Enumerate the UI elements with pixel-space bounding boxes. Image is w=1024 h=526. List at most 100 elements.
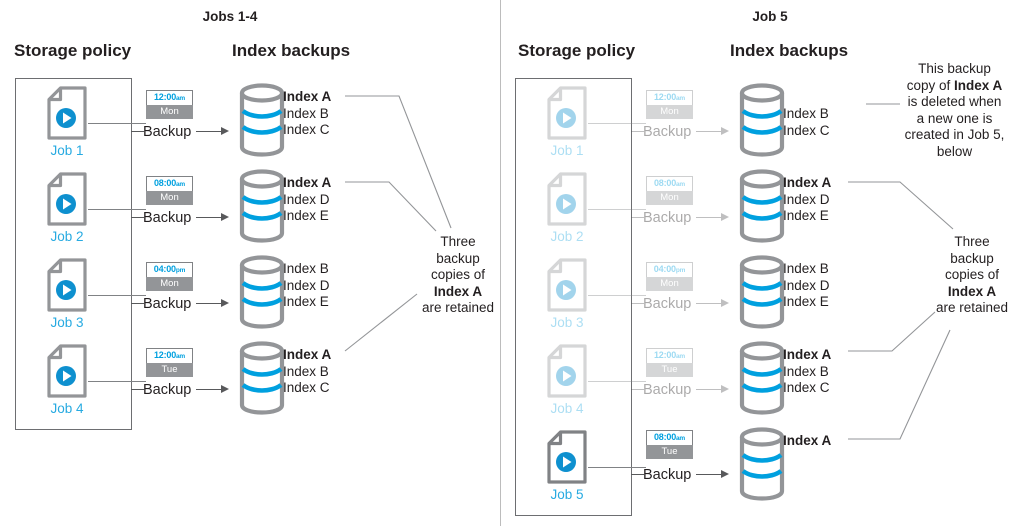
backup-arrow-head [721, 385, 729, 393]
index-entry: Index A [783, 433, 832, 448]
job-connector-line [588, 467, 646, 468]
backup-arrow-line-right [696, 131, 722, 132]
index-entry: Index A [783, 175, 832, 190]
index-entry: Index E [783, 208, 829, 223]
badge-time: 12:00 [153, 350, 177, 361]
job-connector-line [88, 381, 146, 382]
backup-arrow-head [221, 127, 229, 135]
panel-jobs-1-4: Jobs 1-4 Storage policy Index backups Jo… [0, 0, 500, 526]
index-backup-cylinder [238, 83, 286, 157]
backup-label: Backup [643, 296, 692, 312]
backup-arrow-line-left [631, 131, 644, 132]
job-label: Job 2 [550, 229, 584, 244]
job-file-icon [545, 343, 589, 399]
index-entry: Index E [283, 208, 329, 223]
backup-arrow-head [721, 127, 729, 135]
index-list: Index B Index D Index E [783, 261, 830, 311]
callout-line: copies of [944, 267, 1000, 282]
backup-arrow-head [221, 213, 229, 221]
index-list: Index A Index B Index C [283, 347, 331, 397]
column-header-index-backups: Index backups [232, 41, 351, 60]
index-entry: Index C [283, 122, 330, 137]
badge-day: Tue [661, 446, 678, 458]
callout-line: created in Job 5, [904, 127, 1005, 142]
index-list: Index B Index C [783, 106, 830, 139]
backup-label: Backup [143, 210, 192, 226]
badge-time: 08:00 [653, 432, 677, 443]
index-entry: Index A [783, 347, 832, 362]
badge-time: 12:00 [653, 92, 677, 103]
index-backup-cylinder [738, 341, 786, 415]
callout-line-with-bold: copy of Index A [906, 77, 1003, 93]
index-backup-cylinder [738, 169, 786, 243]
badge-meridiem: pm [675, 267, 686, 275]
backup-arrow-line-left [631, 474, 644, 475]
backup-label: Backup [143, 382, 192, 398]
index-backup-cylinder [238, 341, 286, 415]
job-file-icon [45, 171, 89, 227]
callout-line-bold: Index A [947, 283, 997, 299]
index-entry: Index B [283, 261, 329, 276]
panel-title: Jobs 1-4 [202, 9, 258, 24]
backup-arrow-head [721, 470, 729, 478]
backup-label: Backup [643, 467, 692, 483]
panel-title: Job 5 [752, 9, 788, 24]
schedule-badge: 12:00am Tue [646, 348, 693, 377]
index-backup-cylinder [738, 427, 786, 501]
index-entry: Index B [283, 105, 329, 121]
column-header-storage-policy: Storage policy [518, 41, 636, 60]
index-entry: Index B [283, 363, 329, 379]
index-entry: Index C [783, 380, 830, 395]
job-connector-line [88, 295, 146, 296]
job-label: Job 4 [50, 401, 84, 416]
backup-arrow-line-left [131, 131, 144, 132]
backup-arrow-line-right [196, 131, 222, 132]
index-entry: Index C [783, 122, 830, 138]
job-label: Job 5 [550, 487, 584, 502]
backup-label: Backup [143, 296, 192, 312]
backup-arrow-line-left [131, 217, 144, 218]
badge-day: Tue [661, 364, 678, 376]
callout-three-copies: Three backup copies of Index A are retai… [924, 234, 1020, 317]
badge-meridiem: am [676, 353, 686, 361]
index-list: Index A Index D Index E [283, 175, 331, 225]
job-file-icon [45, 257, 89, 313]
callout-bold-term: Index A [954, 77, 1003, 93]
job-file-icon [545, 85, 589, 141]
backup-arrow-line-left [131, 303, 144, 304]
column-header-storage-policy: Storage policy [14, 41, 132, 60]
backup-arrow-head [721, 213, 729, 221]
backup-arrow-line-right [696, 303, 722, 304]
panel-job-5: Job 5 Storage policy Index backups Job 1… [500, 0, 1024, 526]
callout-line-bold: Index A [433, 283, 483, 299]
job-file-icon [45, 343, 89, 399]
index-entry: Index D [283, 277, 330, 293]
index-backup-cylinder [738, 255, 786, 329]
backup-arrow-line-right [196, 217, 222, 218]
badge-meridiem: am [676, 181, 686, 189]
callout-deleted-copy: This backup copy of Index A is deleted w… [892, 61, 1017, 160]
index-list: Index A [783, 433, 831, 450]
badge-time: 04:00 [653, 264, 676, 275]
backup-arrow-head [721, 299, 729, 307]
badge-meridiem: am [676, 435, 686, 443]
index-list: Index A Index D Index E [783, 175, 831, 225]
backup-arrow-line-left [631, 217, 644, 218]
backup-label: Backup [643, 124, 692, 140]
badge-day: Mon [660, 278, 679, 290]
job-label: Job 4 [550, 401, 584, 416]
job-file-icon [545, 429, 589, 485]
badge-day: Mon [660, 106, 679, 118]
badge-time: 08:00 [153, 178, 177, 189]
job-connector-line [88, 209, 146, 210]
badge-day: Tue [161, 364, 178, 376]
backup-label: Backup [643, 210, 692, 226]
backup-arrow-line-right [196, 389, 222, 390]
backup-arrow-line-right [196, 303, 222, 304]
badge-meridiem: pm [175, 267, 186, 275]
index-entry: Index D [783, 191, 830, 207]
schedule-badge: 08:00am Mon [646, 176, 693, 205]
index-entry: Index E [783, 294, 829, 309]
job-file-icon [545, 257, 589, 313]
badge-time: 12:00 [653, 350, 677, 361]
